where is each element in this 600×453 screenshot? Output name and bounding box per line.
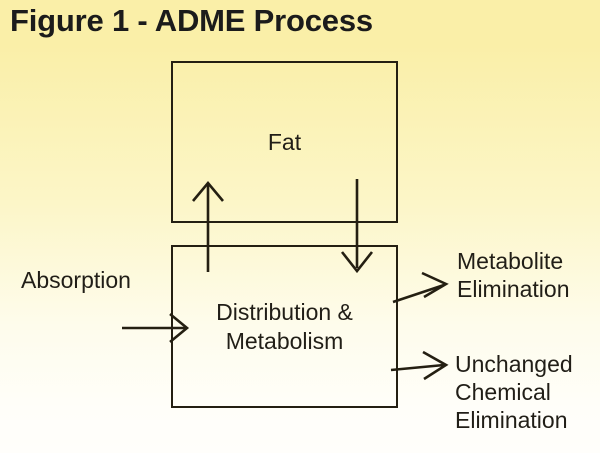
- arrow-to-metabolite-elimination: [392, 271, 449, 304]
- node-box-fat: Fat: [171, 61, 398, 223]
- node-box-distribution-metabolism: Distribution & Metabolism: [171, 245, 398, 408]
- node-label-distribution-metabolism: Distribution & Metabolism: [216, 298, 353, 354]
- label-absorption: Absorption: [21, 267, 131, 293]
- label-metabolite-elimination: Metabolite Elimination: [457, 248, 570, 303]
- arrow-to-unchanged-elimination: [390, 350, 449, 381]
- label-unchanged-chemical-elimination: Unchanged Chemical Elimination: [455, 351, 573, 434]
- node-label-fat: Fat: [267, 128, 302, 155]
- figure-title: Figure 1 - ADME Process: [10, 3, 373, 38]
